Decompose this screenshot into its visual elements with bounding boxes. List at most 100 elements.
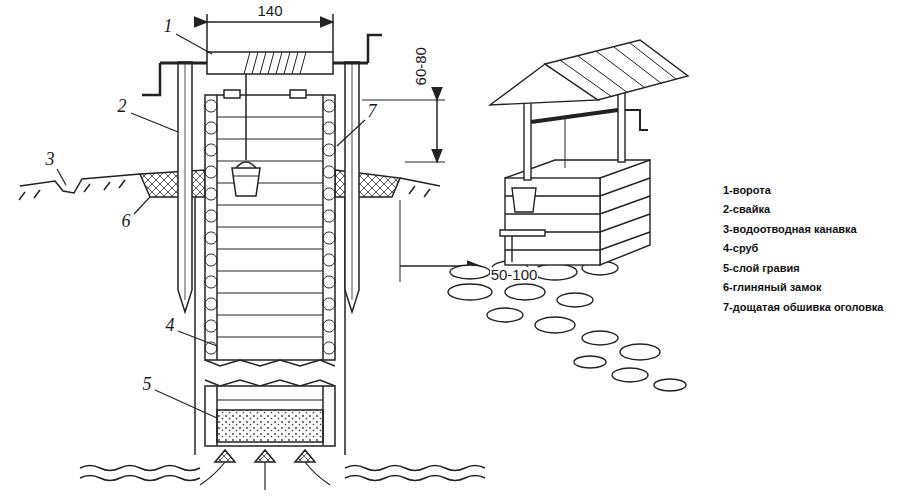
dimension-line [332, 14, 334, 52]
water [200, 462, 330, 490]
bucket [232, 168, 260, 196]
windlass [142, 63, 160, 95]
clay-lock [140, 170, 205, 197]
log-shaft [217, 400, 323, 401]
leader-line [178, 331, 217, 346]
bucket [511, 236, 512, 262]
log-shaft [205, 90, 335, 446]
well-perspective [448, 40, 688, 391]
log-shaft [205, 380, 335, 386]
legend-text: 4-сруб [722, 242, 759, 254]
bucket [233, 176, 259, 177]
leader-line [337, 120, 365, 146]
windlass [142, 35, 382, 95]
path-stones [448, 261, 686, 391]
dimension-line [362, 100, 445, 162]
pile [352, 62, 353, 300]
dimension-line [362, 100, 445, 101]
log-shaft [205, 100, 217, 354]
path-stones [612, 368, 648, 382]
callout-number: 5 [142, 375, 153, 395]
bucket [500, 188, 545, 262]
dimension-label: 50-100 [490, 267, 539, 284]
path-stones [557, 293, 593, 307]
callout-number: 4 [165, 316, 176, 336]
path-stones [654, 379, 686, 391]
windlass [207, 52, 333, 74]
ground-line [400, 178, 440, 186]
dimension-line [436, 100, 438, 162]
roof [560, 43, 676, 97]
log-house [505, 178, 600, 265]
dimension-line [405, 162, 445, 163]
dimension-label: 60-80 [413, 46, 430, 86]
leader-line [131, 113, 178, 132]
water [80, 476, 200, 481]
log-shaft [205, 360, 335, 366]
callout-number: 1 [163, 17, 174, 37]
log-shaft [217, 117, 323, 337]
posts [625, 110, 648, 130]
bucket [236, 162, 256, 168]
pile [178, 62, 192, 312]
path-stones [487, 308, 523, 322]
bucket [500, 230, 545, 236]
callout-number: 6 [121, 212, 132, 232]
windlass [368, 35, 382, 63]
gravel-layer [217, 410, 323, 442]
bucket [232, 74, 260, 196]
bucket [245, 74, 247, 160]
callout-number: 3 [45, 150, 56, 170]
leader-line [57, 169, 66, 185]
path-stones [448, 284, 492, 300]
callout-number: 2 [117, 97, 128, 117]
path-stones [574, 356, 606, 368]
roof [545, 40, 688, 100]
dimension-line [400, 200, 401, 282]
log-shaft [205, 95, 335, 360]
legend-text: 2-свайка [722, 203, 771, 215]
pile [345, 62, 359, 312]
log-shaft [224, 90, 240, 98]
log-shaft [290, 90, 306, 98]
pile [185, 62, 186, 300]
water [345, 476, 485, 481]
water [80, 450, 485, 490]
log-house [600, 160, 650, 265]
windlass [333, 62, 368, 65]
path-stones [450, 265, 490, 279]
water [345, 466, 485, 471]
legend-text: 3-водоотводная канавка [722, 223, 858, 235]
roof [490, 40, 688, 105]
water [80, 466, 200, 471]
water [215, 450, 315, 462]
dimension-line [207, 14, 333, 52]
callout-number: 7 [367, 102, 378, 122]
path-stones [620, 344, 660, 360]
legend-text: 5-слой гравия [722, 262, 801, 274]
leader-line [176, 34, 212, 54]
posts [531, 110, 618, 122]
path-stones [505, 284, 545, 300]
dimension-label: 140 [256, 3, 283, 20]
log-shaft [205, 386, 335, 446]
path-stones [535, 317, 575, 333]
legend-text: 1-ворота [722, 184, 772, 196]
path-stones [582, 331, 618, 345]
leader-line [57, 34, 365, 418]
posts [565, 118, 566, 168]
windlass [160, 62, 207, 65]
bucket [512, 188, 536, 212]
path-stones [533, 264, 577, 280]
legend-text: 7-дощатая обшивка оголовка [722, 301, 884, 313]
windlass [244, 52, 306, 74]
leader-line [155, 390, 217, 418]
dimension-line [206, 14, 208, 52]
log-house [600, 178, 650, 250]
leader-line [134, 197, 150, 214]
posts [524, 98, 531, 180]
cross-section [19, 14, 485, 490]
legend-text: 6-глиняный замок [722, 281, 822, 293]
